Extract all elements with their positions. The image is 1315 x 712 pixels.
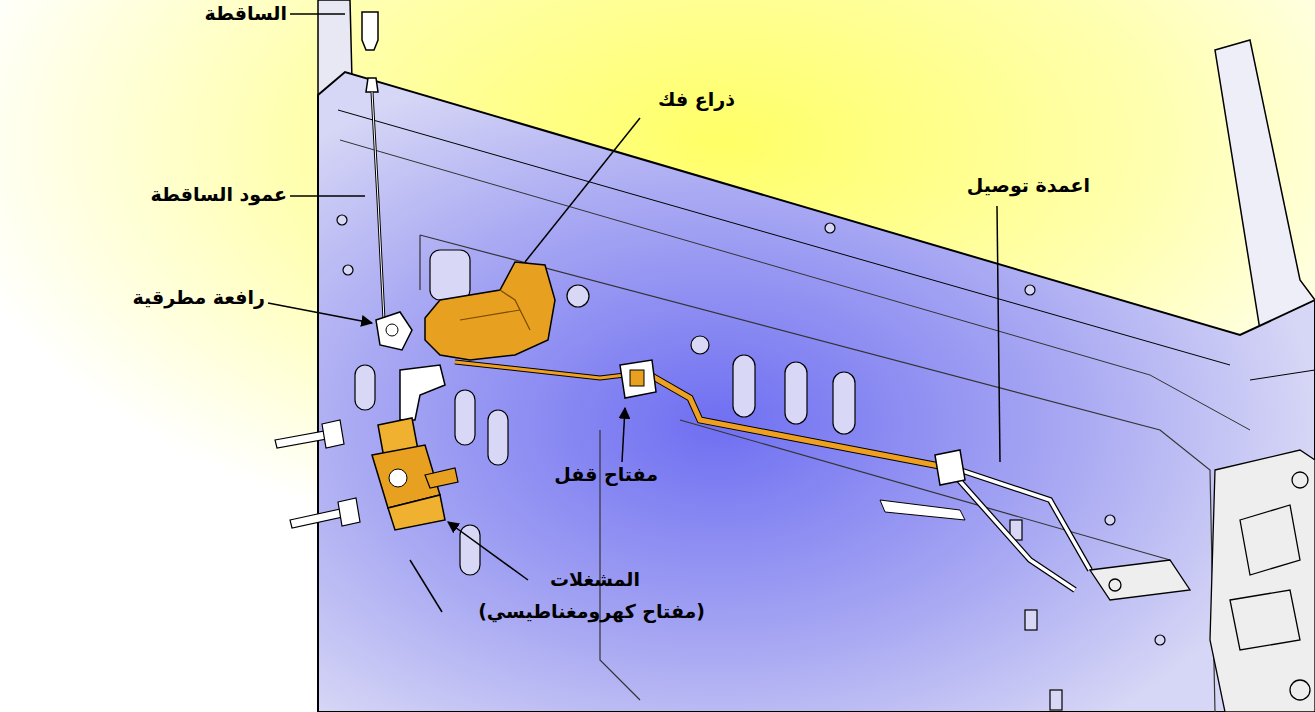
lock-knob <box>362 12 378 50</box>
inner-panel <box>420 235 1215 712</box>
connecting-rod-fill <box>945 465 1090 570</box>
rod-clip <box>935 450 965 485</box>
door-edge-line <box>338 110 1230 365</box>
handle-rod-fill <box>650 375 950 468</box>
door-edge-detail <box>1250 370 1315 380</box>
part-label: (مفتاح كهرومغناطيسي) <box>478 600 705 623</box>
part-label: مفتاح قفل <box>554 463 658 486</box>
part-label: الساقطة <box>204 2 287 25</box>
bellcrank-pivot <box>386 324 398 336</box>
handle-mechanism <box>1090 450 1315 712</box>
door-latch <box>425 262 555 360</box>
door-panel <box>318 72 1315 712</box>
handle-rod <box>650 375 950 468</box>
connecting-rod <box>945 465 1090 570</box>
latch-rod-fill <box>455 362 625 378</box>
leader-lines <box>268 14 1000 612</box>
panel-holes <box>337 215 1165 710</box>
lock-rod <box>372 92 384 320</box>
lock-cylinder <box>630 370 644 386</box>
bellcrank <box>376 312 412 350</box>
part-label: رافعة مطرقية <box>132 286 265 309</box>
part-label: المشغلات <box>550 568 640 591</box>
guide-plate <box>880 500 965 520</box>
part-label: عمود الساقطة <box>150 183 287 206</box>
latch-detail <box>460 290 530 330</box>
solenoid-actuator <box>372 418 458 530</box>
mounting-screws <box>275 420 360 528</box>
latch-rod <box>455 362 625 378</box>
connecting-rod-2 <box>950 470 1075 590</box>
part-label: ذراع فك <box>658 88 735 111</box>
latch-bracket <box>400 365 445 420</box>
window-frame <box>1215 40 1315 330</box>
connecting-rod-2-fill <box>950 470 1075 590</box>
lock-cylinder-clip <box>620 360 656 398</box>
part-label: اعمدة توصيل <box>967 174 1090 197</box>
door-inner-line <box>340 140 1250 430</box>
knob-grommet <box>366 78 378 92</box>
lock-rod-highlight <box>372 92 384 320</box>
